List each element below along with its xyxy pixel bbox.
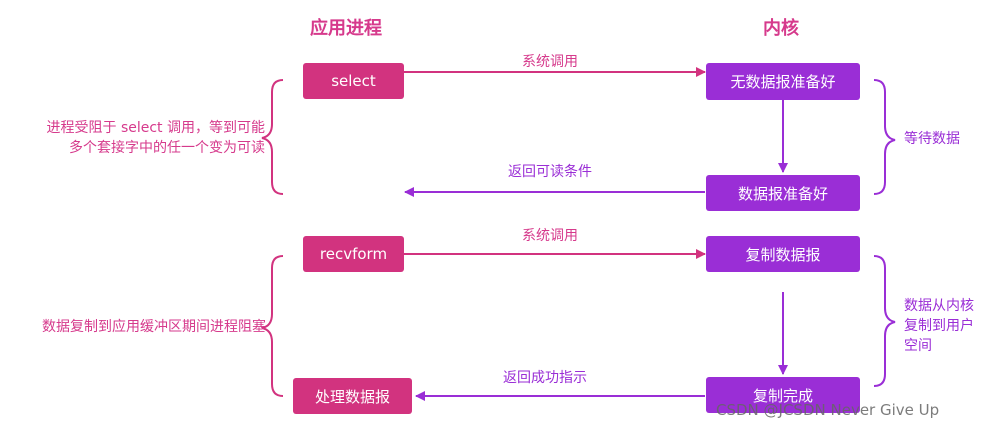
left-brace-bottom — [261, 255, 284, 397]
datagram-ready-box: 数据报准备好 — [706, 175, 860, 211]
select-box: select — [303, 63, 404, 99]
csdn-watermark: CSDN @JCSDN Never Give Up — [716, 401, 940, 419]
right-brace-top — [873, 79, 896, 195]
return-readable-label: 返回可读条件 — [508, 164, 592, 180]
syscall-label-top: 系统调用 — [522, 54, 578, 70]
right-note-bottom-line2: 复制到用户 — [904, 318, 974, 334]
right-note-bottom: 数据从内核 复制到用户 空间 — [904, 296, 974, 356]
syscall-label-bottom: 系统调用 — [522, 228, 578, 244]
no-datagram-ready-box: 无数据报准备好 — [706, 63, 860, 100]
copy-complete-box: 复制完成 — [706, 377, 860, 413]
copy-datagram-box: 复制数据报 — [706, 236, 860, 272]
left-note-top-line2: 多个套接字中的任一个变为可读 — [69, 140, 265, 156]
app-process-header: 应用进程 — [310, 18, 382, 39]
left-brace-top — [261, 79, 284, 195]
right-note-bottom-line1: 数据从内核 — [904, 298, 974, 314]
right-brace-bottom — [873, 255, 896, 387]
recvform-box: recvform — [303, 236, 404, 272]
left-note-bottom: 数据复制到应用缓冲区期间进程阻塞 — [42, 319, 266, 335]
right-note-bottom-line3: 空间 — [904, 338, 932, 354]
left-note-top-line1: 进程受阻于 select 调用，等到可能 — [46, 120, 266, 136]
left-note-top: 进程受阻于 select 调用，等到可能 多个套接字中的任一个变为可读 — [10, 118, 266, 158]
return-success-label: 返回成功指示 — [503, 370, 587, 386]
process-datagram-box: 处理数据报 — [293, 378, 412, 414]
waiting-for-data-note: 等待数据 — [904, 131, 960, 147]
kernel-header: 内核 — [763, 18, 799, 39]
